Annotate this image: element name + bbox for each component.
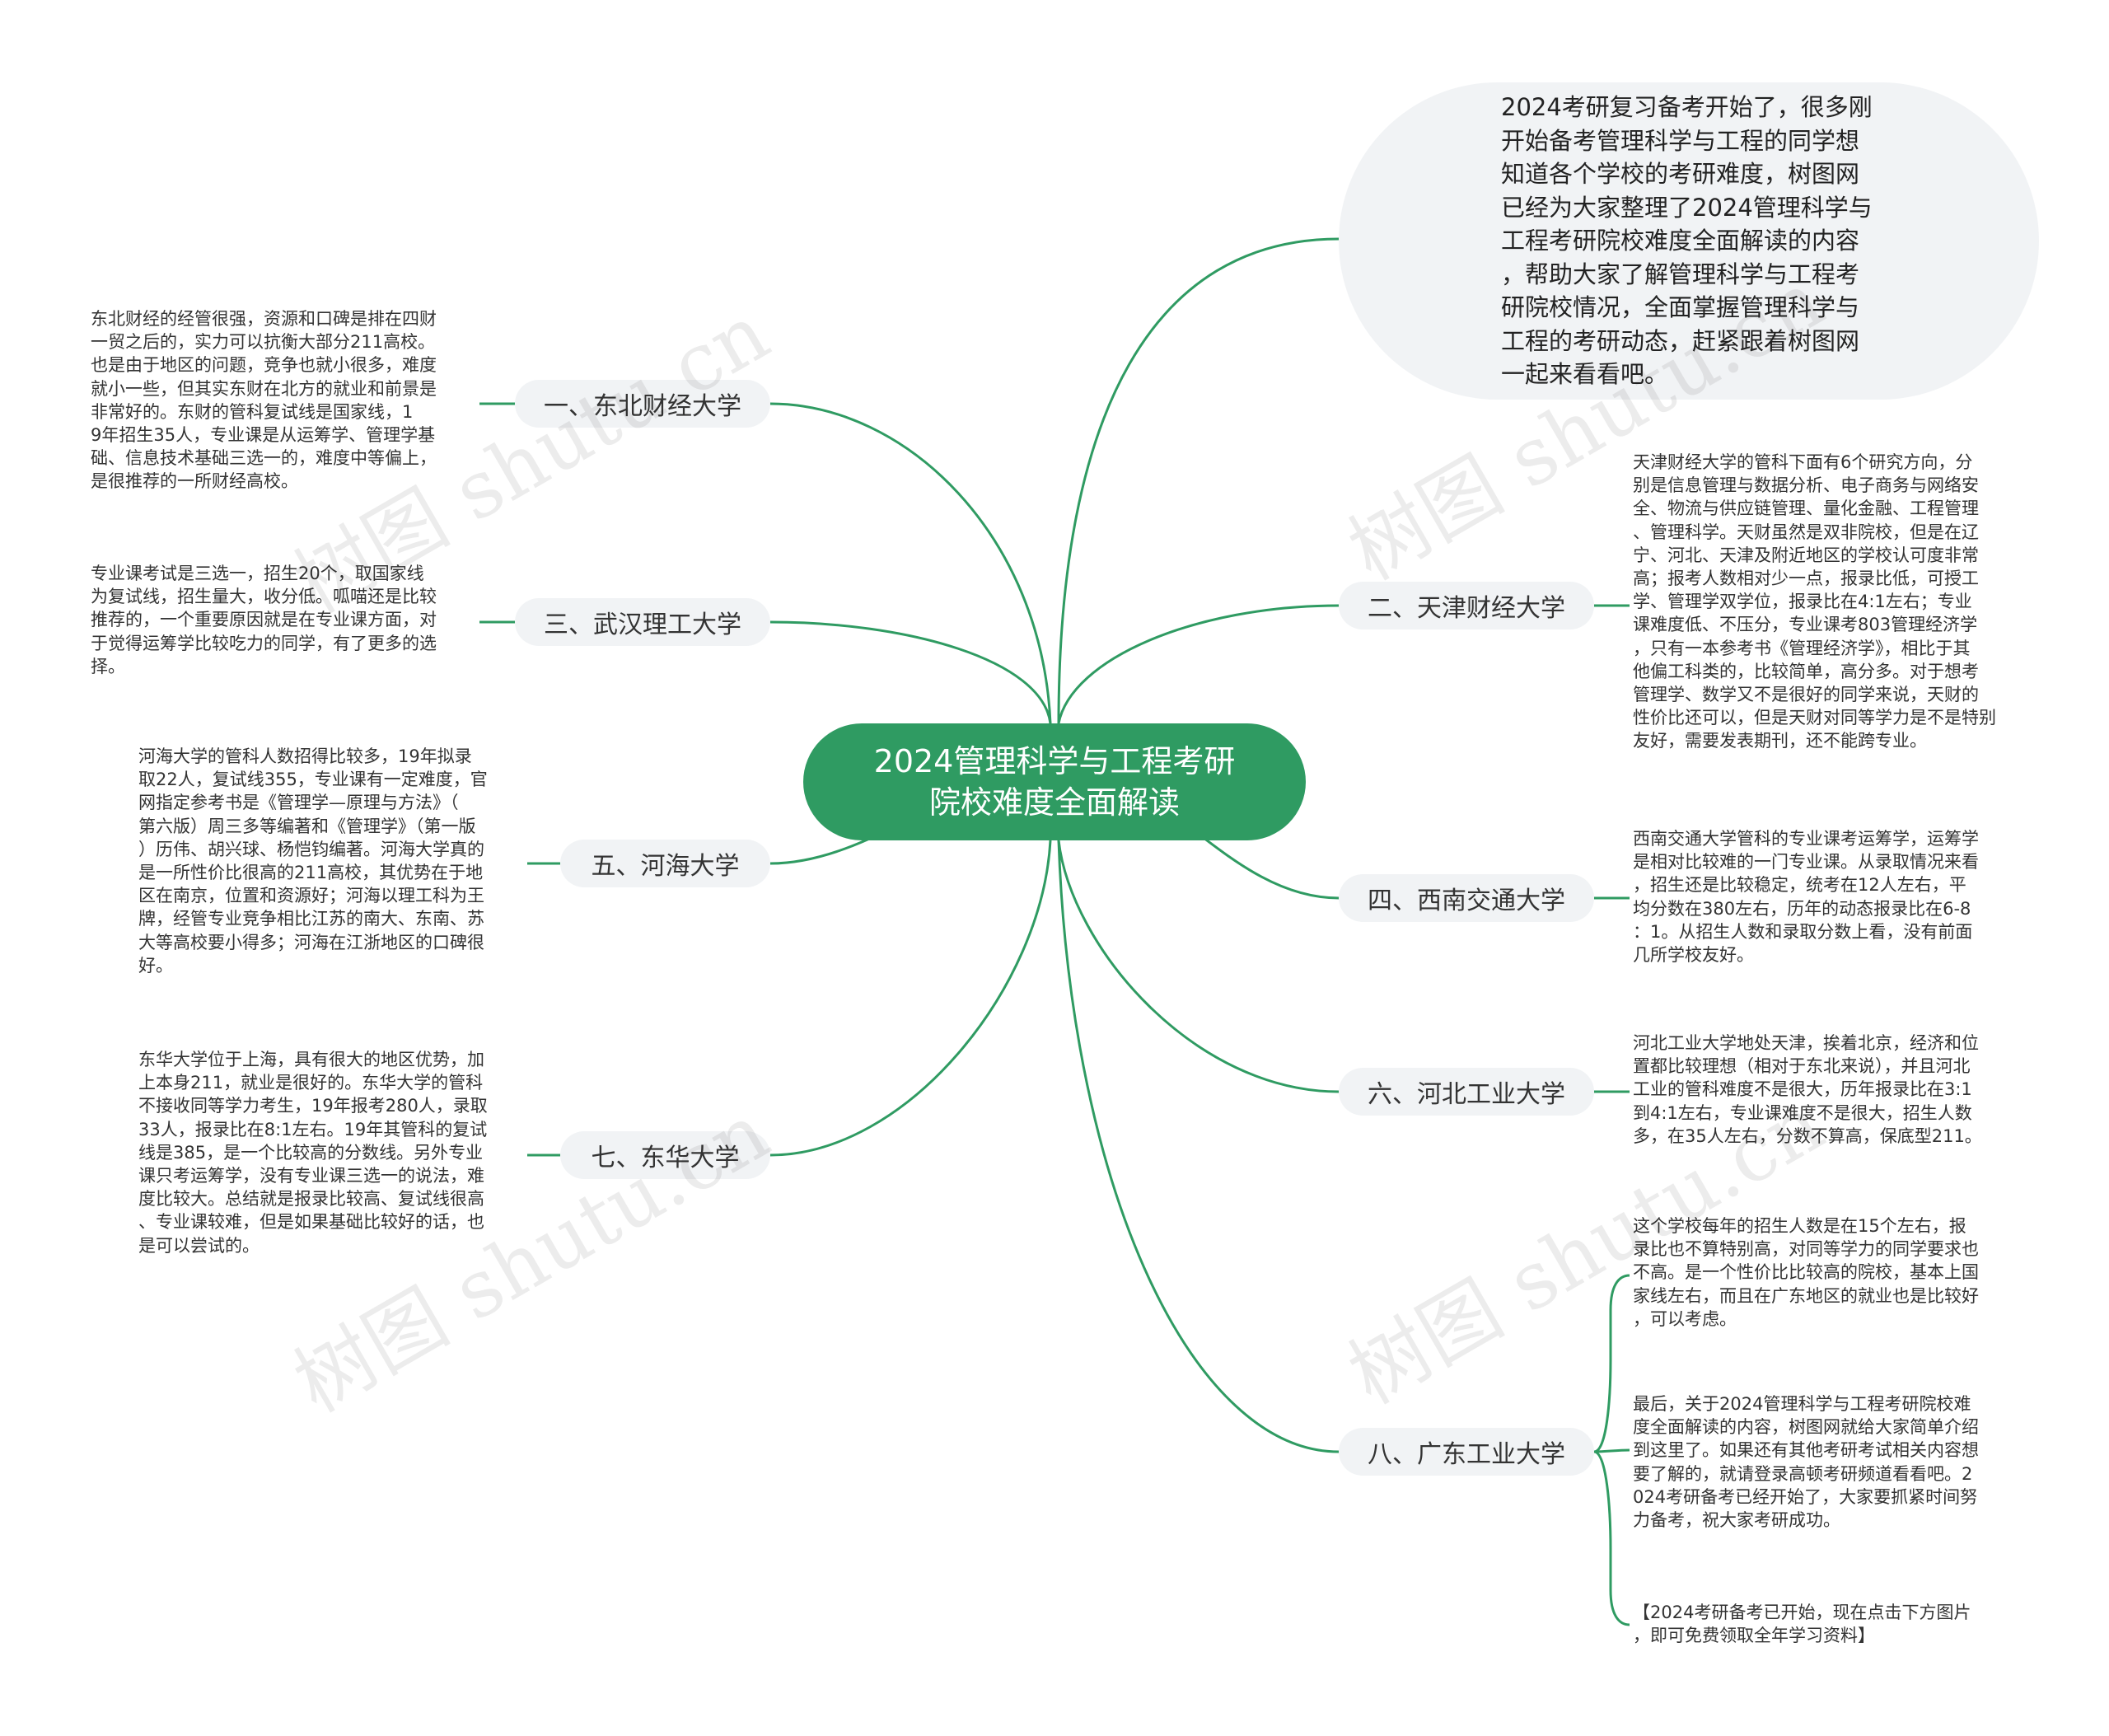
branch-1[interactable]: 一、东北财经大学 bbox=[515, 380, 770, 428]
note-7: 东华大学位于上海，具有很大的地区优势，加 上本身211，就业是很好的。东华大学的… bbox=[138, 1050, 488, 1256]
intro-bubble bbox=[1339, 82, 2039, 400]
note-5: 河海大学的管科人数招得比较多，19年拟录 取22人，复试线355，专业课有一定难… bbox=[138, 746, 488, 976]
note-6: 河北工业大学地处天津，挨着北京，经济和位 置都比较理想（相对于东北来说），并且河… bbox=[1633, 1033, 1982, 1146]
note-8c[interactable]: 【2024考研备考已开始，现在点击下方图片 ，即可免费领取全年学习资料】 bbox=[1633, 1603, 1971, 1646]
note-8a: 这个学校每年的招生人数是在15个左右，报 录比也不算特别高，对同等学力的同学要求… bbox=[1633, 1216, 1979, 1329]
note-2: 天津财经大学的管科下面有6个研究方向，分 别是信息管理与数据分析、电子商务与网络… bbox=[1633, 452, 1996, 751]
branch-5[interactable]: 五、河海大学 bbox=[560, 840, 770, 887]
branch-8[interactable]: 八、广东工业大学 bbox=[1339, 1428, 1594, 1476]
central-topic[interactable]: 2024管理科学与工程考研 院校难度全面解读 bbox=[803, 723, 1306, 840]
branch-7[interactable]: 七、东华大学 bbox=[560, 1131, 770, 1179]
branch-3[interactable]: 三、武汉理工大学 bbox=[515, 598, 770, 646]
branch-4[interactable]: 四、西南交通大学 bbox=[1339, 874, 1594, 922]
intro-text: 2024考研复习备考开始了，很多刚 开始备考管理科学与工程的同学想 知道各个学校… bbox=[1501, 93, 1873, 388]
note-4: 西南交通大学管科的专业课考运筹学，运筹学 是相对比较难的一门专业课。从录取情况来… bbox=[1633, 829, 1979, 966]
branch-6[interactable]: 六、河北工业大学 bbox=[1339, 1068, 1594, 1116]
note-3: 专业课考试是三选一，招生20个，取国家线 为复试线，招生量大，收分低。呱喵还是比… bbox=[91, 564, 437, 676]
note-8b: 最后，关于2024管理科学与工程考研院校难 度全面解读的内容，树图网就给大家简单… bbox=[1633, 1394, 1979, 1531]
note-1: 东北财经的经管很强，资源和口碑是排在四财 一贸之后的，实力可以抗衡大部分211高… bbox=[91, 309, 437, 492]
branch-2[interactable]: 二、天津财经大学 bbox=[1339, 582, 1594, 629]
